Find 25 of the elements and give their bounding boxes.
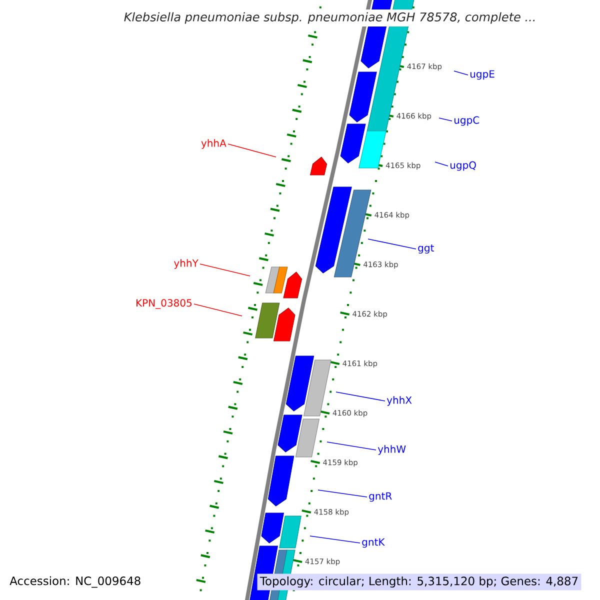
leader-line — [438, 118, 452, 122]
leader-line — [326, 442, 376, 450]
gene-label: KPN_03805 — [136, 299, 192, 309]
leader-line — [336, 392, 386, 402]
leader-line — [454, 70, 468, 76]
leader-line — [434, 162, 448, 166]
gene-label: ugpE — [470, 70, 494, 80]
title: Klebsiella pneumoniae subsp. pneumoniae MGH 78578, complete ... — [121, 10, 539, 26]
gene-label: ugpC — [454, 116, 480, 126]
gene-label: yhhA — [201, 139, 226, 149]
footer-text: Accession: NC_009648 — [10, 576, 140, 588]
gene-label: yhhW — [378, 445, 406, 455]
gene-label: yhhX — [386, 396, 412, 406]
gene-label: ggt — [418, 244, 434, 254]
leader-line — [200, 264, 250, 276]
gene-label: yhhY — [174, 259, 198, 269]
leader-line — [194, 304, 242, 316]
leader-line — [318, 490, 368, 498]
gene-label: gntR — [369, 492, 392, 502]
leader-line — [310, 536, 360, 544]
gene-label: ugpQ — [450, 161, 476, 171]
leader-line — [368, 238, 416, 250]
footer-text: Topology: circular; Length: 5,315,120 bp; Genes: 4,887 — [257, 574, 582, 590]
gene-label: gntK — [362, 538, 385, 548]
leader-line — [228, 144, 276, 158]
